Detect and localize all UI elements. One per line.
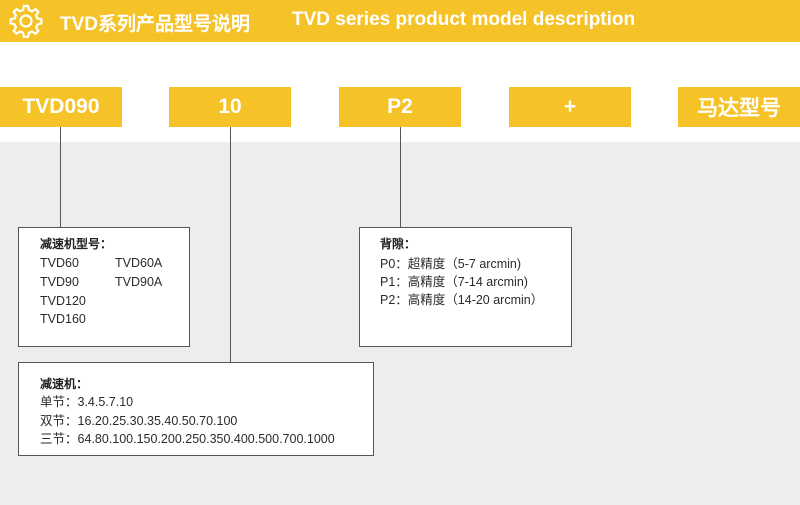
code-motor-model: 马达型号 [678, 87, 800, 127]
reducer-model-box: 减速机型号： TVD60 TVD90 TVD120 TVD160 TVD60A … [18, 227, 190, 347]
code-backlash: P2 [339, 87, 461, 127]
reducer-model-item: TVD60 [40, 256, 79, 270]
backlash-line: P1：高精度（7-14 arcmin) [380, 275, 528, 289]
ratio-line: 三节：64.80.100.150.200.250.350.400.500.700… [40, 432, 335, 446]
connector-line-ratio [230, 127, 231, 362]
reducer-model-title: 减速机型号： [40, 237, 113, 251]
ratio-line: 单节：3.4.5.7.10 [40, 395, 134, 409]
connector-line-reducer-model [60, 127, 61, 227]
reducer-model-item: TVD60A [115, 256, 163, 270]
title-english: TVD series product model description [292, 9, 636, 30]
code-ratio: 10 [169, 87, 291, 127]
code-reducer-model: TVD090 [0, 87, 122, 127]
reducer-model-item: TVD160 [40, 312, 86, 326]
backlash-title: 背隙： [380, 237, 417, 251]
code-plus: + [509, 87, 631, 127]
header-bar: TVD系列产品型号说明 TVD series product model des… [0, 0, 800, 42]
ratio-box: 减速机： 单节：3.4.5.7.10 双节：16.20.25.30.35.40.… [18, 362, 374, 456]
backlash-box: 背隙： P0：超精度（5-7 arcmin) P1：高精度（7-14 arcmi… [359, 227, 572, 347]
reducer-model-item: TVD90 [40, 275, 79, 289]
ratio-line: 双节：16.20.25.30.35.40.50.70.100 [40, 414, 238, 428]
connector-line-backlash [400, 127, 401, 227]
backlash-line: P2：高精度（14-20 arcmin） [380, 293, 544, 307]
title-chinese: TVD系列产品型号说明 [60, 14, 251, 35]
backlash-line: P0：超精度（5-7 arcmin) [380, 257, 521, 271]
reducer-model-item: TVD90A [115, 275, 163, 289]
reducer-model-item: TVD120 [40, 294, 86, 308]
ratio-title: 减速机： [40, 377, 89, 391]
gear-icon [9, 4, 43, 38]
